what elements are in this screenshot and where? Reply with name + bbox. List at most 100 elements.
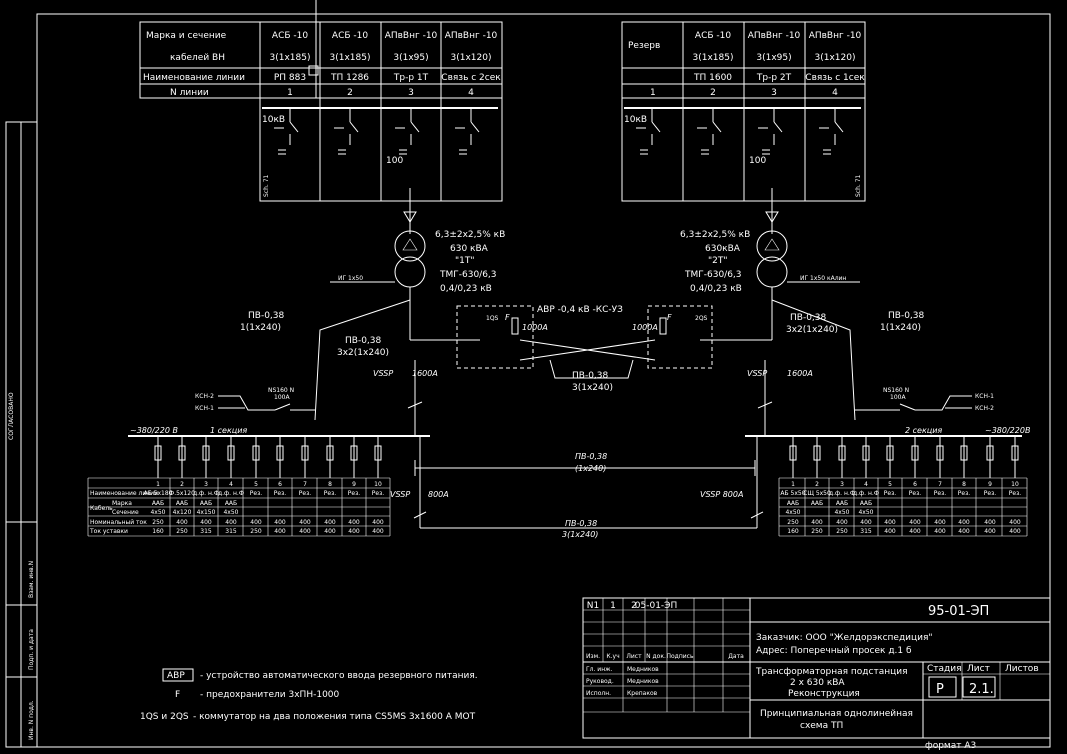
lv-table-name: АБ 5х180 xyxy=(144,490,173,497)
lv-table-num: 7 xyxy=(303,481,307,488)
hv-switch-4 xyxy=(470,121,480,133)
lv-left-fuse-5 xyxy=(252,445,260,461)
lv-table-num: 5 xyxy=(888,481,892,488)
lv-left-fuse-3 xyxy=(202,445,210,461)
vssp-bottom-left: VSSP xyxy=(390,490,410,499)
lv-table-marka: ААБ xyxy=(836,500,848,507)
lv-table-setting: 315 xyxy=(225,528,237,535)
cable-l2b: 3х2(1х240) xyxy=(337,348,389,358)
hv-ct-left: 100 xyxy=(386,156,403,166)
lv-table-name: Рез. xyxy=(984,490,997,497)
hv-left-line-name-3: Тр-р 1Т xyxy=(393,73,429,83)
customer: Заказчик: ООО "Желдорэкспедиция" xyxy=(756,633,933,643)
revision-header: Дата xyxy=(728,653,744,660)
cable-l1b: 1(1х240) xyxy=(240,323,281,333)
hv-name-label: Наименование линии xyxy=(143,73,245,83)
lv-table-num: 10 xyxy=(374,481,382,488)
revision-header: N док. xyxy=(646,653,666,660)
lv-table-section: 4х120 xyxy=(173,509,192,516)
stamp-replace-label: Взам. инв.N xyxy=(28,561,35,598)
lv-table-nominal: 400 xyxy=(836,519,848,526)
legend-key-1: АВР xyxy=(167,671,185,681)
hv-right-line-num-3: 4 xyxy=(832,88,838,98)
revision-cell: N1 xyxy=(587,601,599,611)
avr-f-left: F xyxy=(505,313,510,322)
t2-power: 630кВА xyxy=(705,244,741,254)
lv-table-setting: 400 xyxy=(1009,528,1021,535)
lv-left-fuse-10 xyxy=(374,445,382,461)
hv-switch-8 xyxy=(834,121,844,133)
left-stamp: СОГЛАСОВАНО Инв. N подл. Подп. и дата Вз… xyxy=(5,121,38,748)
hv-kv-left: 10кВ xyxy=(262,115,285,125)
transformer-1t: 6,3±2х2,5% кВ 630 кВА "1Т" ТМГ-630/6,3 0… xyxy=(330,188,505,300)
hv-cell-tag-left: Sch. 71 xyxy=(263,174,270,197)
hv-switch-3 xyxy=(410,121,420,133)
lv-table-num: 3 xyxy=(840,481,844,488)
lv-bus-left-label: ~380/220 В xyxy=(130,426,178,435)
lv-table-nominal: 400 xyxy=(984,519,996,526)
lv-table-marka: ААБ xyxy=(152,500,164,507)
hv-left-line-num-1: 1 xyxy=(287,88,293,98)
lv-table-name: Рез. xyxy=(348,490,361,497)
t2-lv: 0,4/0,23 кВ xyxy=(690,284,742,294)
cable-c: ПВ-0,38 xyxy=(572,371,609,381)
bus-cable: ПВ-0,38 xyxy=(575,452,607,461)
lv-table-nominal: 400 xyxy=(225,519,237,526)
hv-kv-right: 10кВ xyxy=(624,115,647,125)
legend-key-3: 1QS и 2QS xyxy=(140,712,189,722)
hv-left-line-name-1: РП 883 xyxy=(274,73,306,83)
lv-table-setting: 315 xyxy=(860,528,872,535)
lv-table-nominal: 400 xyxy=(176,519,188,526)
lv-table-num: 6 xyxy=(913,481,917,488)
lv-table-setting: 160 xyxy=(152,528,164,535)
lv-table-nominal: 400 xyxy=(860,519,872,526)
lv-table-name: д.ф. н.Ф xyxy=(218,490,244,497)
hv-right-cable-1: АСБ -10 xyxy=(695,31,731,41)
lv-right-fuse-7 xyxy=(936,445,944,461)
lv-table-section: 4х50 xyxy=(858,509,873,516)
avr-f-right: F xyxy=(667,313,672,322)
lv-table-setting: 315 xyxy=(200,528,212,535)
hv-switch-6 xyxy=(712,121,722,133)
lv-right-fuse-2 xyxy=(813,445,821,461)
lv-table-marka: ААБ xyxy=(860,500,872,507)
lv-table-name: Рез. xyxy=(934,490,947,497)
lv-right-fuse-1 xyxy=(789,445,797,461)
lv-table-setting: 400 xyxy=(934,528,946,535)
t1-name: "1Т" xyxy=(455,256,475,266)
t2-name: "2Т" xyxy=(708,256,728,266)
lv-table-name: Рез. xyxy=(1009,490,1022,497)
signature-role: Гл. инж. xyxy=(586,666,613,673)
hv-left-line-name-4: Связь с 2сек xyxy=(441,73,501,83)
lv-table-section: 4х50 xyxy=(150,509,165,516)
avr-title: АВР -0,4 кВ -КС-УЗ xyxy=(537,305,623,315)
stamp-sign-label: Подп. и дата xyxy=(28,629,35,670)
lv-table-name: АБ 5х50 xyxy=(780,490,805,497)
hv-right-line-num-2: 3 xyxy=(771,88,777,98)
ksh-left-2: КСН-1 xyxy=(195,405,214,412)
t1-type: ТМГ-630/6,3 xyxy=(439,270,497,280)
lv-right-fuse-9 xyxy=(986,445,994,461)
hv-left-line-num-3: 3 xyxy=(408,88,414,98)
revision-cell: 05-01-ЭП xyxy=(635,601,677,611)
lv-table-num: 9 xyxy=(988,481,992,488)
lv-table-marka: ААБ xyxy=(811,500,823,507)
lv-table-setting: 400 xyxy=(984,528,996,535)
lv-table-setting: 250 xyxy=(176,528,188,535)
title-block: 95-01-ЭП Заказчик: ООО "Желдорэкспедиция… xyxy=(582,597,1051,751)
hv-right-line-name-2: Тр-р 2Т xyxy=(756,73,792,83)
ksh-left-1: КСН-2 xyxy=(195,393,214,400)
hv-right-section-1: 3(1х185) xyxy=(693,53,734,63)
t2-ground: ИГ 1х50 кАлин xyxy=(800,275,846,282)
lv-table-name: д.ф. н.Ф xyxy=(829,490,855,497)
lv-table-nominal: 400 xyxy=(811,519,823,526)
hv-switch-5 xyxy=(651,121,661,133)
t1-voltage: 6,3±2х2,5% кВ xyxy=(435,230,505,240)
lv-table-num: 5 xyxy=(254,481,258,488)
transformer-2t: 6,3±2х2,5% кВ 630кВА "2Т" ТМГ-630/6,3 0,… xyxy=(680,188,860,300)
cable-r1: ПВ-0,38 xyxy=(888,311,925,321)
address: Адрес: Поперечный просек д.1 б xyxy=(756,646,912,656)
